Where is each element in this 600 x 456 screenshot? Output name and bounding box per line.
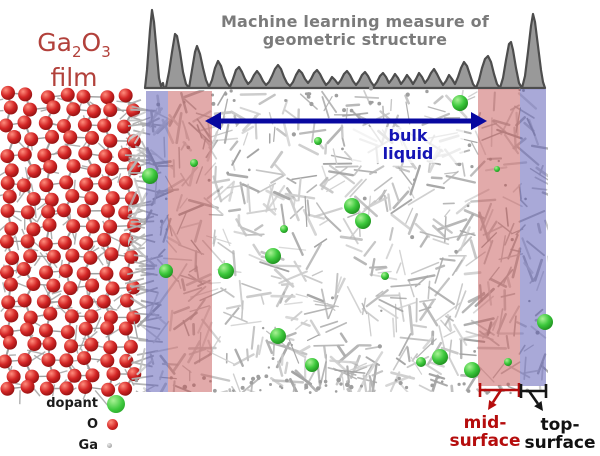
band-left-top-surface — [146, 91, 168, 392]
dopant-sphere-icon — [107, 394, 125, 413]
legend-label-dopant: dopant — [46, 396, 98, 411]
film-formula: Ga2O3 — [37, 28, 111, 61]
ml-title-line2: geometric structure — [262, 30, 448, 49]
surface-brackets — [478, 383, 548, 411]
band-left-mid-surface — [168, 91, 212, 392]
band-right-top-surface — [520, 89, 546, 386]
bulk-liquid-arrow — [205, 112, 487, 130]
top-surface-label: top- surface — [524, 415, 596, 453]
legend-row-dopant: dopant — [18, 393, 125, 414]
legend-row-oxygen: O — [18, 414, 125, 435]
ml-curve — [143, 8, 547, 90]
bulk-liquid-label: bulk liquid — [352, 127, 464, 163]
legend: dopant O Ga — [18, 393, 125, 456]
mid-surface-bracket — [478, 383, 521, 410]
film-word: film — [50, 63, 98, 92]
bulk-liquid-line2: liquid — [382, 144, 434, 163]
gallium-sphere-icon — [107, 443, 112, 448]
bulk-liquid-line1: bulk — [388, 126, 428, 145]
legend-row-gallium: Ga — [18, 435, 125, 456]
legend-label-oxygen: O — [86, 417, 98, 432]
legend-label-gallium: Ga — [78, 438, 98, 453]
ml-title-line1: Machine learning measure of — [220, 12, 490, 31]
surface-bands — [146, 89, 546, 392]
film-label: Ga2O3 film — [14, 30, 134, 90]
mid-surface-label: mid- surface — [449, 413, 521, 451]
dopant-atoms — [142, 95, 553, 378]
oxygen-sphere-icon — [107, 419, 118, 430]
film-crystal — [0, 85, 142, 407]
band-right-mid-surface — [478, 89, 520, 386]
ml-title: Machine learning measure of geometric st… — [150, 13, 560, 49]
top-surface-bracket — [519, 384, 548, 411]
